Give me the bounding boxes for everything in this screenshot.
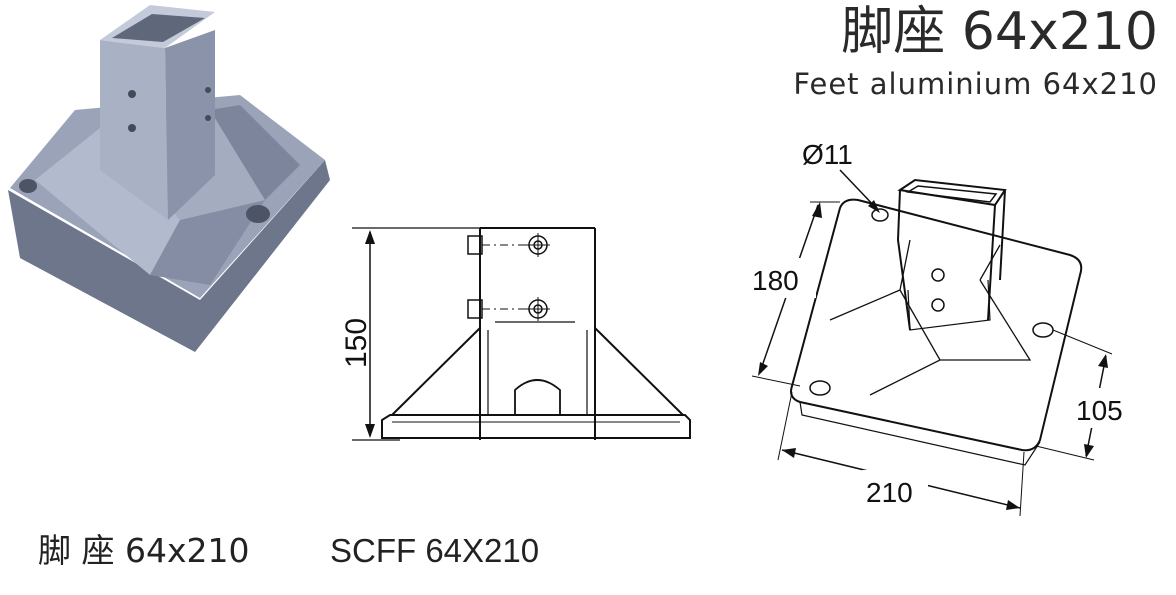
dimension-hole-diameter: Ø11 xyxy=(802,139,853,170)
column-hole-icon xyxy=(205,87,211,93)
product-title-chinese: 脚座 64x210 xyxy=(841,2,1158,62)
column-hole-icon xyxy=(128,124,136,132)
dimension-hole-spacing: 105 xyxy=(1076,395,1123,426)
product-photo xyxy=(8,5,330,352)
product-title-english: Feet aluminium 64x210 xyxy=(793,67,1158,101)
dimension-width: 210 xyxy=(866,477,913,508)
column-hole-icon xyxy=(128,90,136,98)
side-view-drawing: 150 xyxy=(340,227,691,441)
dimension-height: 150 xyxy=(340,318,373,368)
dimension-depth: 180 xyxy=(752,265,799,296)
product-name-chinese: 脚 座 64x210 xyxy=(38,531,250,570)
mount-hole-icon xyxy=(246,205,270,223)
product-code: SCFF 64X210 xyxy=(330,532,540,569)
mount-hole-icon xyxy=(19,179,37,193)
column-hole-icon xyxy=(205,115,211,121)
isometric-drawing: Ø11 180 210 105 xyxy=(748,139,1142,517)
